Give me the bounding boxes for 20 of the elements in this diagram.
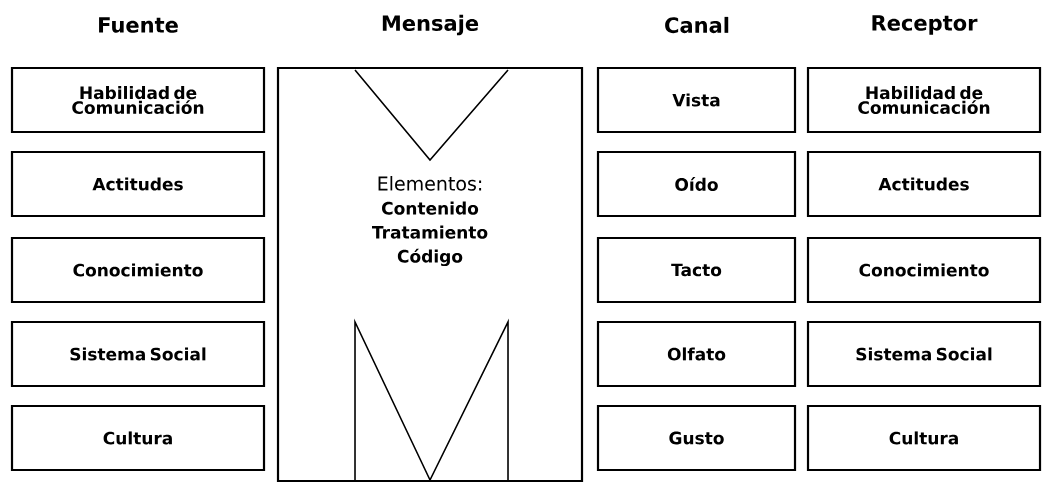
column-heading: Receptor	[872, 15, 978, 35]
message-box: Elementos: Contenido Tratamiento Código	[276, 66, 584, 483]
text-box: Olfato	[596, 320, 797, 388]
column-heading: Mensaje	[382, 14, 479, 36]
text-box: Tacto	[596, 236, 797, 304]
text-box: Sistema Social	[10, 320, 266, 388]
text-box: Habilidad de Comunicación	[10, 66, 266, 134]
text-box: Conocimiento	[10, 236, 266, 304]
text-box: Conocimiento	[806, 236, 1042, 304]
text-box: Sistema Social	[806, 320, 1042, 388]
text-box: Oído	[596, 150, 797, 218]
text-box: Vista	[596, 66, 797, 134]
text-box: Gusto	[596, 404, 797, 472]
column-heading: Fuente	[99, 17, 178, 33]
column-heading: Canal	[665, 16, 729, 34]
text-box: Habilidad de Comunicación	[806, 66, 1042, 134]
text-box: Actitudes	[806, 150, 1042, 218]
text-box: Cultura	[806, 404, 1042, 472]
text-box: Actitudes	[10, 150, 266, 218]
text-box: Cultura	[10, 404, 266, 472]
